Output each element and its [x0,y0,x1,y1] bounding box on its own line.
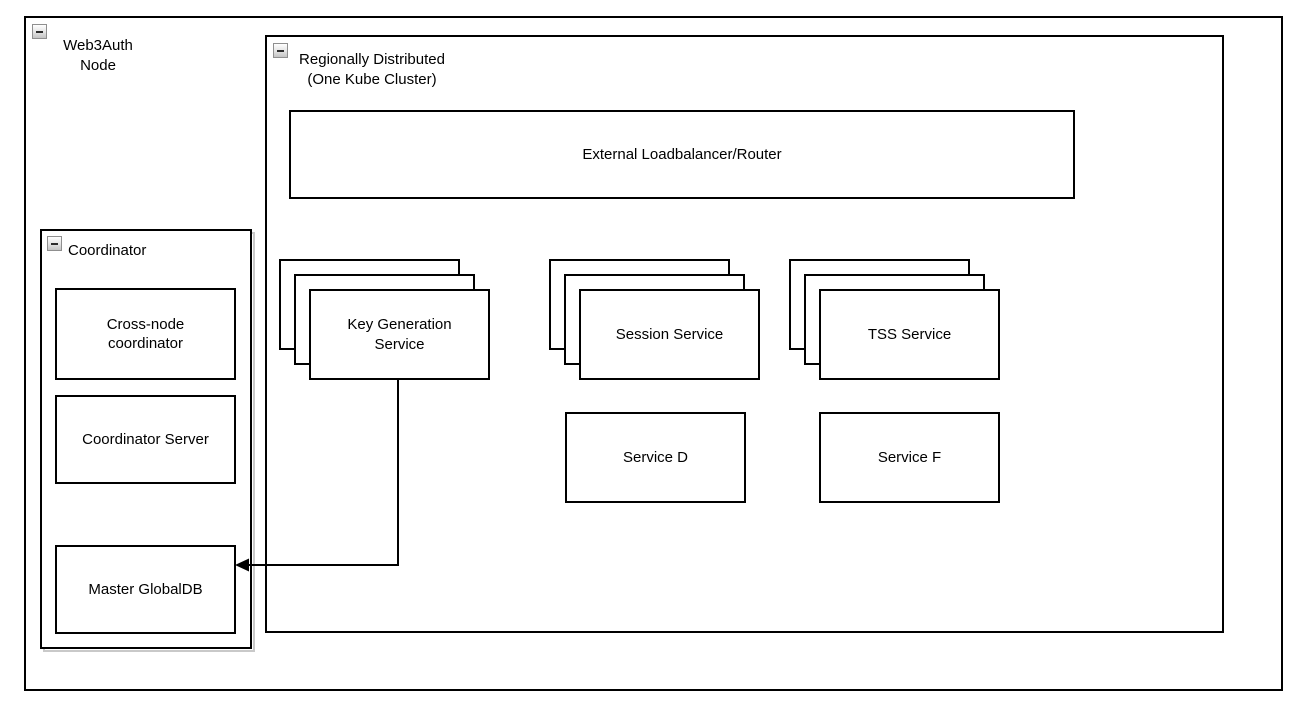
key-generation-service-label-line1: Key Generation [347,316,452,333]
tss-service-label: TSS Service [867,325,952,343]
service-d-box[interactable]: Service D [565,412,746,503]
web3auth-node-container[interactable]: Web3Auth Node Coordinator Cross-node coo… [24,16,1283,691]
collapse-toggle-coordinator[interactable] [47,236,62,251]
key-generation-service-box[interactable]: Key Generation Service [309,289,490,380]
master-globaldb-label: Master GlobalDB [88,580,203,598]
cross-node-coordinator-label-line2: coordinator [107,335,184,352]
minus-icon [51,243,58,245]
service-d-label: Service D [622,448,689,466]
external-loadbalancer-box[interactable]: External Loadbalancer/Router [289,110,1075,199]
web3auth-node-label-line2: Node [80,56,116,74]
regionally-distributed-container[interactable]: Regionally Distributed (One Kube Cluster… [265,35,1224,633]
web3auth-node-label: Web3Auth Node [50,36,146,75]
key-generation-service-stack: Key Generation Service [279,259,490,380]
service-f-label: Service F [877,448,942,466]
session-service-box[interactable]: Session Service [579,289,760,380]
coordinator-container[interactable]: Coordinator Cross-node coordinator Coord… [40,229,252,649]
session-service-label: Session Service [615,325,724,343]
collapse-toggle-region[interactable] [273,43,288,58]
coordinator-server-box[interactable]: Coordinator Server [55,395,236,484]
key-generation-service-label-line2: Service [374,335,425,353]
web3auth-node-label-line1: Web3Auth [63,37,133,54]
regionally-distributed-label-line1: Regionally Distributed [299,51,445,68]
coordinator-label: Coordinator [68,242,147,259]
coordinator-server-label: Coordinator Server [82,430,209,448]
service-f-box[interactable]: Service F [819,412,1000,503]
session-service-stack: Session Service [549,259,760,380]
tss-service-box[interactable]: TSS Service [819,289,1000,380]
regionally-distributed-label: Regionally Distributed (One Kube Cluster… [292,50,452,89]
tss-service-stack: TSS Service [789,259,1000,380]
minus-icon [277,50,284,52]
cross-node-coordinator-box[interactable]: Cross-node coordinator [55,288,236,380]
cross-node-coordinator-label-line1: Cross-node [106,315,185,333]
collapse-toggle-web3auth[interactable] [32,24,47,39]
regionally-distributed-label-line2: (One Kube Cluster) [307,70,437,88]
master-globaldb-box[interactable]: Master GlobalDB [55,545,236,634]
external-loadbalancer-label: External Loadbalancer/Router [582,145,782,163]
minus-icon [36,31,43,33]
